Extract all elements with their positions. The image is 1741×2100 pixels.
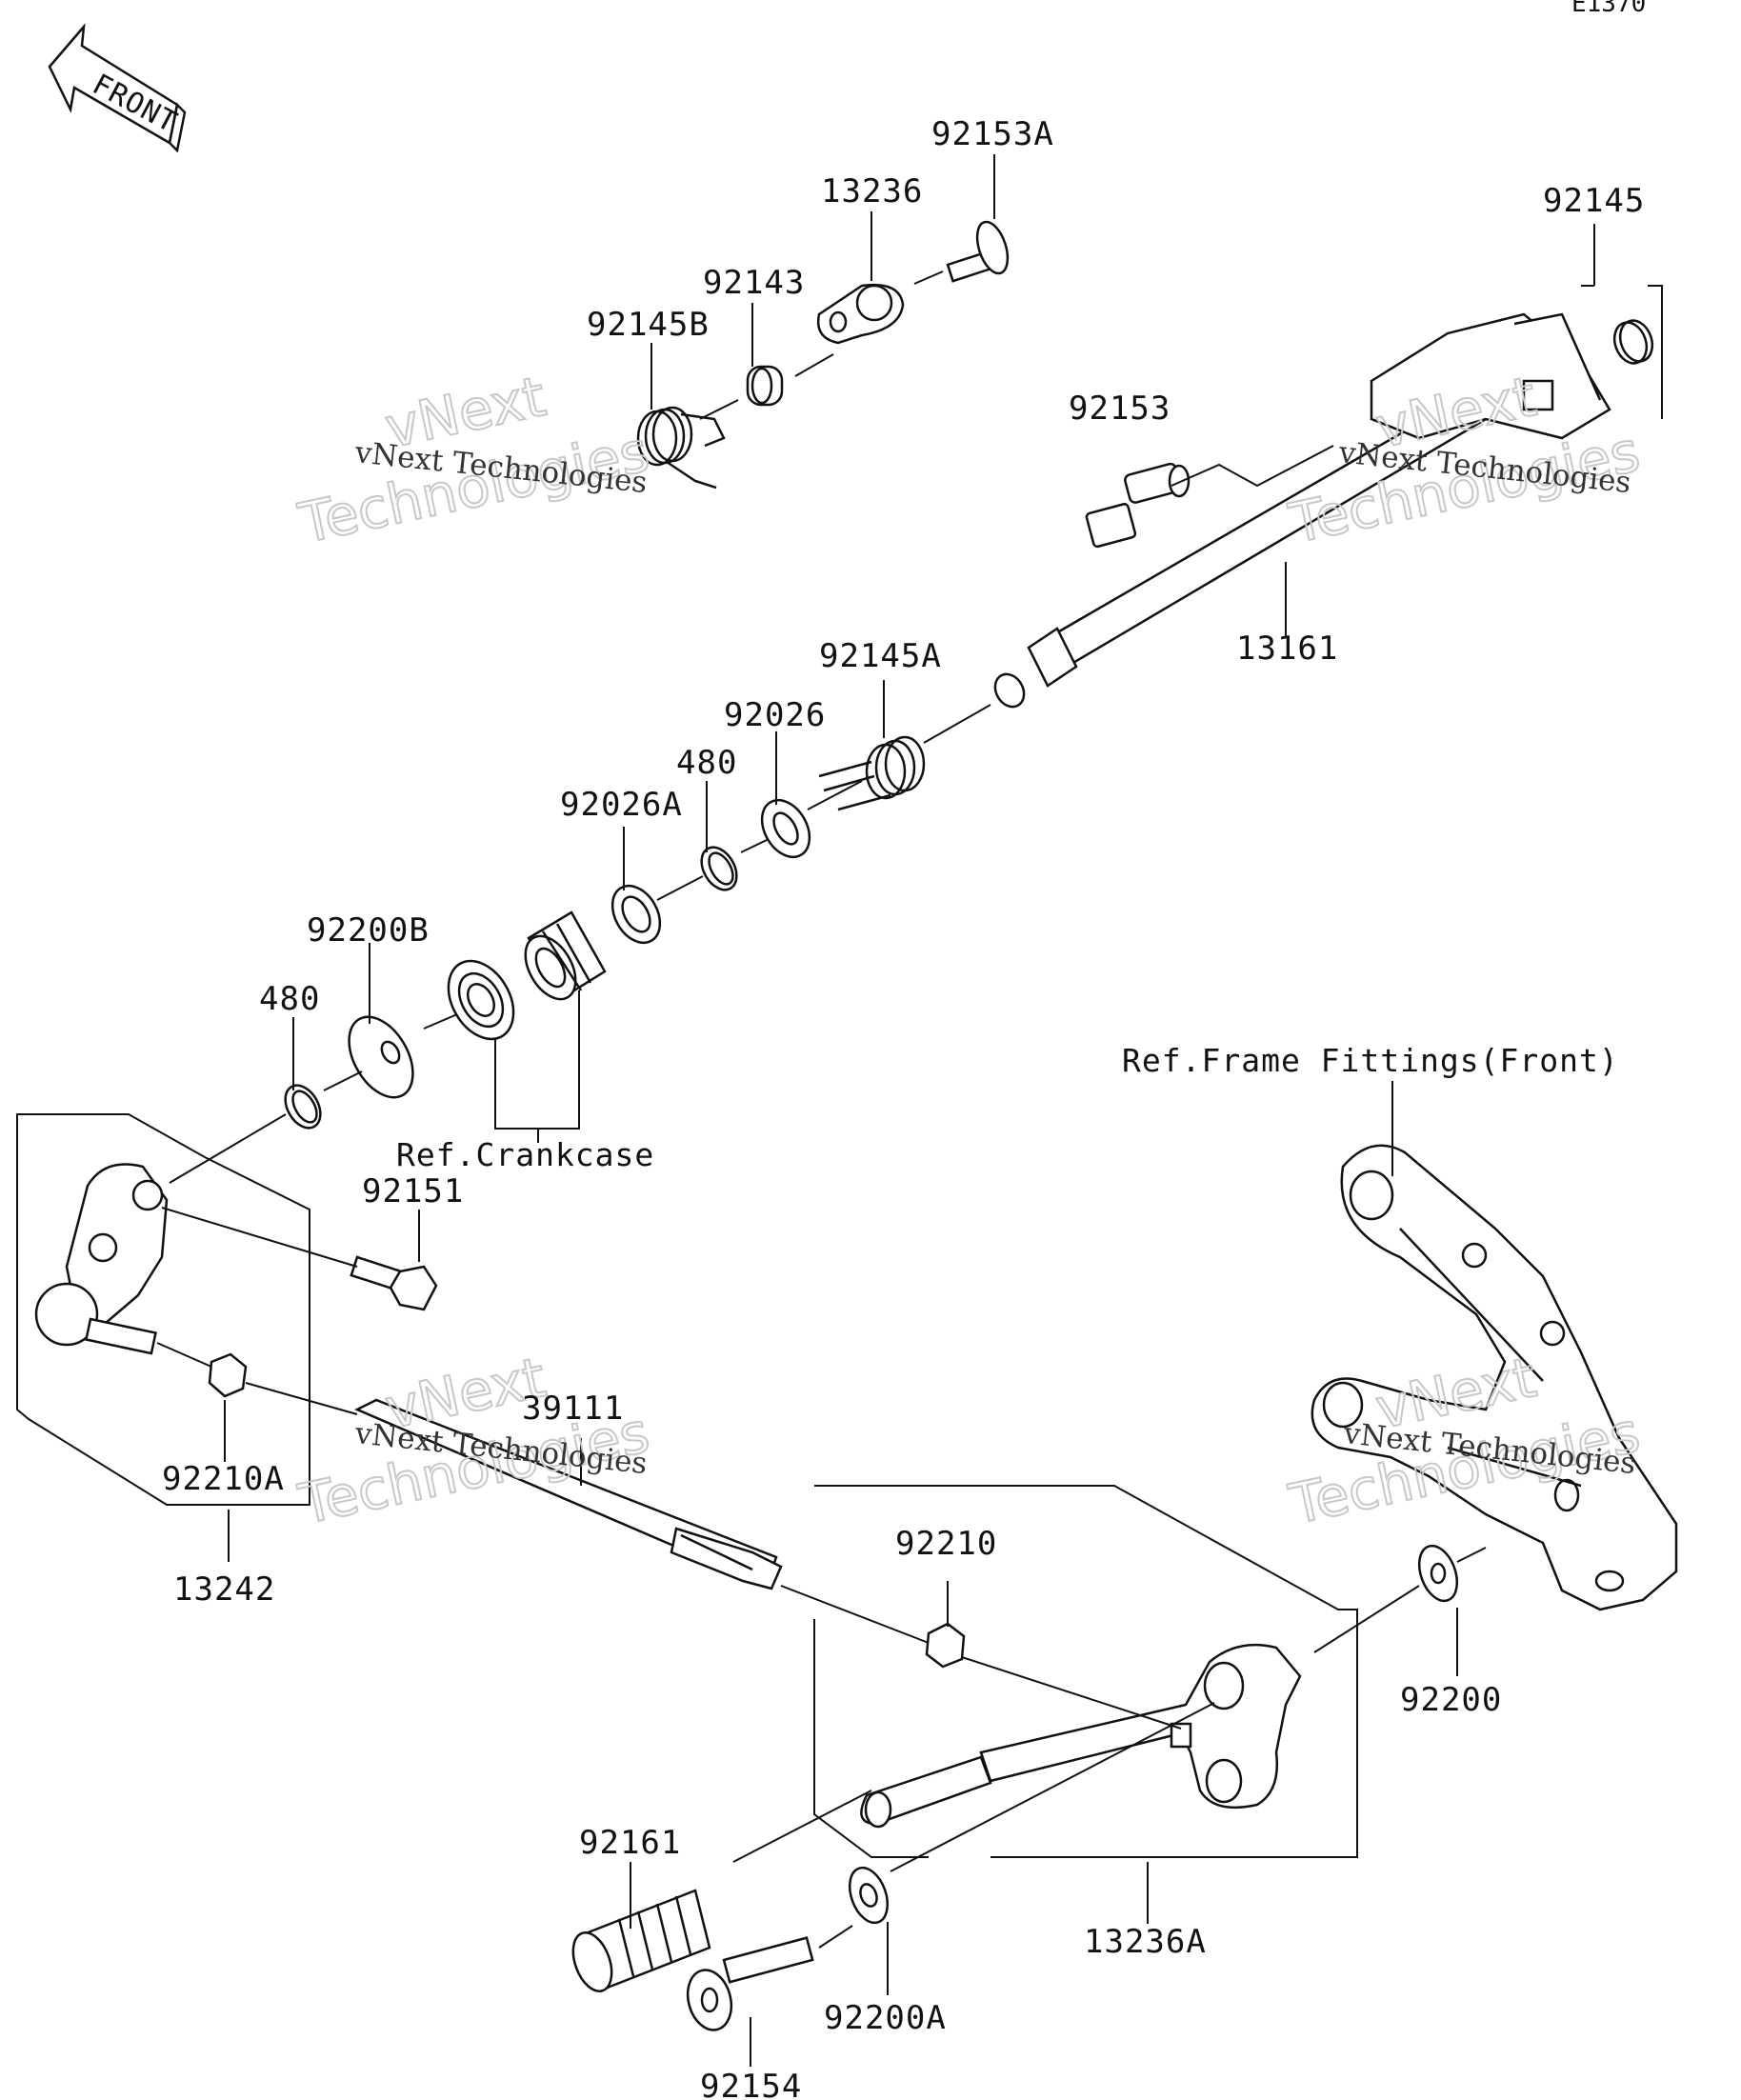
circlip-480-b-icon	[284, 1084, 322, 1130]
bolt-92153a-icon	[946, 220, 1010, 283]
rod-end-thread-icon	[84, 1317, 157, 1355]
pedal-rubber-92161-icon	[571, 1889, 711, 1992]
shift-shaft-13161-icon	[993, 312, 1611, 709]
bolt-92151-icon	[350, 1255, 438, 1311]
part-labels: 92153A 13236 92143 92145B 92145 92153 13…	[162, 115, 1645, 2100]
part-label-92200: 92200	[1400, 1681, 1502, 1719]
spring-92145b-icon	[636, 406, 726, 490]
nut-92210a-icon	[208, 1352, 248, 1398]
part-label-92200a: 92200A	[824, 1999, 947, 2037]
part-label-39111: 39111	[522, 1390, 624, 1428]
ref-crankcase: Ref.Crankcase	[396, 1136, 654, 1173]
part-label-92154: 92154	[700, 2068, 802, 2100]
collar-92143-icon	[746, 365, 784, 407]
washer-92200b-icon	[348, 1015, 414, 1099]
shift-lever-13242-icon	[34, 1163, 169, 1347]
part-label-13161: 13161	[1236, 630, 1338, 668]
part-label-92145: 92145	[1543, 182, 1645, 220]
shift-arm-13236-icon	[816, 283, 905, 345]
part-label-92153a: 92153A	[931, 115, 1054, 153]
part-label-13236: 13236	[821, 172, 923, 210]
spring-92145a-icon	[818, 735, 926, 811]
part-label-13236a: 13236A	[1084, 1923, 1207, 1961]
part-label-92210a: 92210A	[162, 1460, 285, 1498]
part-label-92026: 92026	[724, 696, 826, 734]
bolt-92154-icon	[686, 1936, 814, 2031]
part-label-92145a: 92145A	[819, 637, 942, 675]
part-label-92145b: 92145B	[587, 306, 710, 344]
shift-pedal-13236a-icon	[860, 1643, 1302, 1829]
spring-92145-icon	[1612, 319, 1654, 365]
part-label-13242: 13242	[173, 1570, 275, 1609]
front-arrow-icon: FRONT	[48, 23, 187, 153]
part-label-92143: 92143	[703, 264, 805, 302]
stud-92153-icon	[1085, 462, 1191, 549]
washer-92200-icon	[1417, 1544, 1459, 1603]
part-label-480-a: 480	[676, 744, 737, 782]
needle-bearing-icon	[524, 910, 607, 1001]
part-label-92200b: 92200B	[307, 911, 430, 950]
tie-rod-39111-icon	[354, 1398, 783, 1590]
washer-92200a-icon	[848, 1866, 890, 1925]
oil-seal-icon	[447, 959, 515, 1041]
diagram-code: E1370	[1571, 0, 1646, 18]
part-label-92161: 92161	[579, 1824, 681, 1862]
part-label-92026a: 92026A	[560, 786, 683, 824]
ref-frame-fittings: Ref.Frame Fittings(Front)	[1122, 1042, 1619, 1079]
frame-bracket-icon	[1311, 1144, 1678, 1611]
washer-92026a-icon	[610, 884, 662, 945]
part-label-92151: 92151	[362, 1172, 464, 1210]
circlip-480-a-icon	[700, 846, 738, 891]
watermark-left-upper: vNext Technologies vNext Technologies	[292, 363, 656, 557]
part-label-92210: 92210	[895, 1525, 997, 1563]
part-label-480-b: 480	[259, 980, 320, 1018]
leader-lines	[16, 154, 1663, 2067]
washer-92026-icon	[760, 798, 811, 859]
nut-92210-icon	[925, 1622, 966, 1669]
part-label-92153: 92153	[1069, 390, 1171, 428]
